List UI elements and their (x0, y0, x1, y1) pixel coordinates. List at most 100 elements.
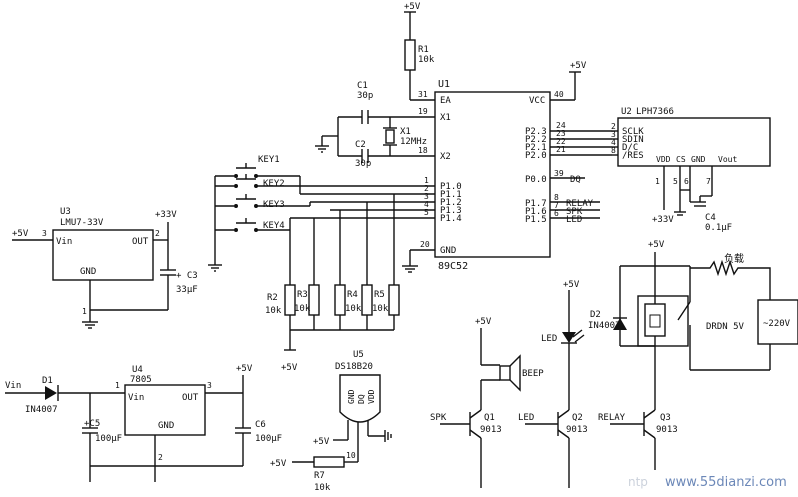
q1-part: 9013 (480, 425, 502, 435)
net-label-spk: SPK (566, 207, 583, 217)
u5-ref: U5 (353, 350, 364, 360)
mcu-pin-name: P2.1 (525, 143, 547, 153)
d2-part: IN4007 (588, 321, 621, 331)
buzzer-label: BEEP (522, 369, 544, 379)
mcu-pin-name: P2.3 (525, 127, 547, 137)
u4-ref: U4 (132, 365, 143, 375)
c1-value: 30p (357, 91, 373, 101)
mcu-part: 89C52 (438, 261, 468, 272)
resistor-r6 (388, 284, 400, 316)
q1-input: SPK (430, 413, 447, 423)
mains-source (757, 299, 798, 345)
u4-pin-gnd: 2 (158, 453, 163, 462)
u3-gnd: GND (80, 267, 96, 277)
u4-body (124, 384, 206, 436)
mcu-ref: U1 (438, 79, 450, 90)
key4-label: KEY4 (263, 221, 285, 231)
driver-q2: +5V LED LED Q2 9013 (518, 280, 588, 488)
u5-pin-gnd: GND (347, 389, 356, 404)
driver-q3: +5V D2 IN4007 DRDN 5V 负载 ~220V RELAY Q3 … (588, 240, 798, 470)
r3-ref: R3 (297, 290, 308, 300)
r4-value: 10k (345, 304, 362, 314)
vcc-label: +5V (404, 2, 421, 12)
regulator-u4: Vin D1 IN4007 +C5 100μF U4 7805 Vin OUT … (5, 364, 282, 482)
net-label-dq: DQ (570, 175, 581, 185)
lcd-pin-name: SCLK (622, 127, 644, 137)
key3-label: KEY3 (263, 200, 285, 210)
d2-ref: D2 (590, 310, 601, 320)
q1-ref: Q1 (484, 413, 495, 423)
mcu-pin-name: P1.2 (440, 198, 462, 208)
mcu-pin-name: P1.0 (440, 182, 462, 192)
relay-label: DRDN 5V (706, 322, 745, 332)
mcu-pin-num: 2 (424, 184, 429, 193)
mcu-pin-num: 21 (556, 145, 566, 154)
r4-ref: R4 (347, 290, 358, 300)
r7-ref: R7 (314, 471, 325, 481)
lcd-ref: U2 (621, 107, 632, 117)
resistor-r1 (404, 39, 416, 71)
mcu-pin-num: 24 (556, 121, 566, 130)
vcc-label: +5V (236, 364, 253, 374)
lcd-pin-num: 6 (684, 177, 689, 186)
vcc-label: +5V (475, 317, 492, 327)
c3-ref: + C3 (176, 271, 198, 281)
u5-pin-num: 10 (346, 451, 356, 460)
u3-out: OUT (132, 237, 149, 247)
u3-vin: Vin (56, 237, 72, 247)
u3-pin-gnd: 1 (82, 307, 87, 316)
lcd-bottom-pin: CS (676, 155, 686, 164)
pullup-resistors: +5V R2 10k R3 10k R4 10k R5 10k (265, 194, 400, 373)
mcu-pin-num: 40 (554, 90, 564, 99)
mcu-pin-num: 5 (424, 208, 429, 217)
r2-ref: R2 (267, 293, 278, 303)
u5-part: DS18B20 (335, 362, 373, 372)
q2-ref: Q2 (572, 413, 583, 423)
d1-ref: D1 (42, 376, 53, 386)
c4-label: C4 (705, 213, 716, 223)
diode-d1 (45, 386, 57, 400)
lcd-u2: U2 LPH7366 2 3 4 8 SCLK SDIN D/C /RES VD… (611, 107, 771, 233)
mcu-pin-name: P2.2 (525, 135, 547, 145)
lcd-bottom-pin: VDD (656, 155, 671, 164)
u5-body (339, 374, 381, 423)
mcu-pin-num: 39 (554, 169, 564, 178)
u3-part: LMU7-33V (60, 218, 104, 228)
resistor-r4 (334, 284, 346, 316)
u3-pin-in: 3 (42, 229, 47, 238)
x1-value: 12MHz (400, 137, 427, 147)
u4-pin-in: 1 (115, 381, 120, 390)
lcd-pin-num: 2 (611, 122, 616, 131)
r1-value: 10k (418, 55, 435, 65)
key2-label: KEY2 (263, 179, 285, 189)
mcu-pin-num: 31 (418, 90, 428, 99)
mcu-pin-num: 23 (556, 129, 566, 138)
lcd-bottom-pin: Vout (718, 155, 737, 164)
watermark-site: www.55dianzi.com (665, 475, 787, 490)
d1-part: IN4007 (25, 405, 58, 415)
u3-input-label: +5V (12, 229, 29, 239)
net-label-led: LED (566, 215, 582, 225)
lcd-pin-num: 4 (611, 138, 616, 147)
lcd-pin-num: 1 (655, 177, 660, 186)
key1-label: KEY1 (258, 155, 280, 165)
c1-ref: C1 (357, 81, 368, 91)
lcd-pin-num: 8 (611, 146, 616, 155)
r5-ref: R5 (374, 290, 385, 300)
u4-out: OUT (182, 393, 199, 403)
r2-value: 10k (265, 306, 282, 316)
led-label: LED (541, 334, 557, 344)
mcu-pin-name: P0.0 (525, 175, 547, 185)
u5-pin-dq: DQ (357, 394, 366, 404)
c4-value: 0.1μF (705, 223, 732, 233)
watermark-prefix: ntp (628, 475, 648, 489)
u4-pin-out: 3 (207, 381, 212, 390)
u3-ref: U3 (60, 207, 71, 217)
mcu-pin-num: 3 (424, 192, 429, 201)
vcc-label: +5V (570, 61, 587, 71)
mcu-pin-name: P1.1 (440, 190, 462, 200)
mcu-pin-name: P1.4 (440, 214, 462, 224)
lcd-bottom-pin: GND (691, 155, 706, 164)
u4-gnd: GND (158, 421, 174, 431)
